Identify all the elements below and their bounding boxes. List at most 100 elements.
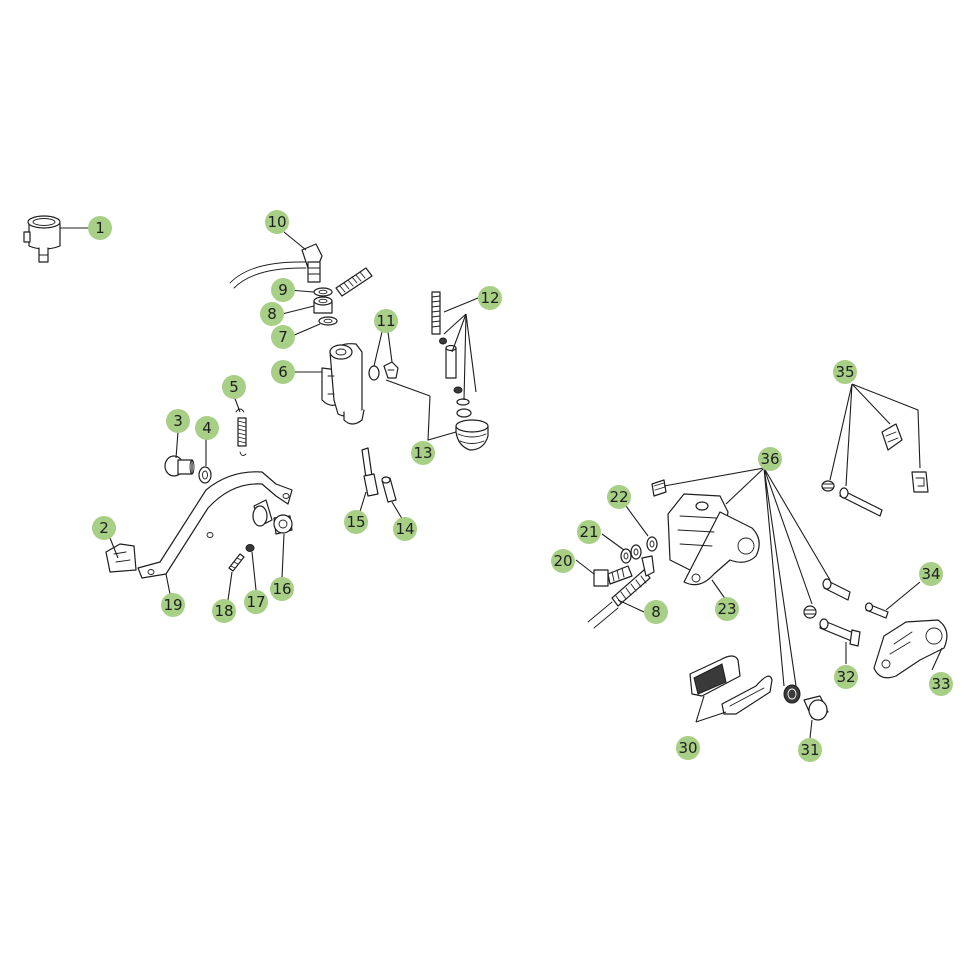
callout-16: 16: [270, 577, 294, 601]
callout-16-circle: [270, 577, 294, 601]
part-23-caliper: [667, 493, 760, 586]
callout-36-label: 36: [760, 450, 779, 468]
callout-8-upper-label: 8: [267, 305, 277, 323]
callout-5-label: 5: [229, 378, 239, 396]
part-35-pad-pin-kit: [821, 423, 929, 517]
part-4-washer: [198, 466, 212, 484]
callout-17-circle: [244, 590, 268, 614]
callout-33-circle: [929, 672, 953, 696]
callout-18-label: 18: [214, 602, 233, 620]
callout-32-circle: [834, 665, 858, 689]
part-31-piston: [783, 684, 829, 721]
part-32-slider-pin: [819, 618, 861, 647]
part-5-spring: [235, 408, 247, 457]
callout-34-circle: [919, 562, 943, 586]
callout-2: 2: [92, 516, 116, 540]
callout-32-label: 32: [836, 668, 855, 686]
part-33-bracket: [873, 619, 948, 679]
callout-1-label: 1: [95, 219, 105, 237]
part-17-nut: [245, 544, 255, 552]
part-14-clevis-pin: [381, 476, 397, 503]
part-11-fittings: [368, 361, 399, 381]
callout-16-label: 16: [272, 580, 291, 598]
callout-15-circle: [344, 510, 368, 534]
callout-4-circle: [195, 416, 219, 440]
callout-12: 12: [478, 286, 502, 310]
callout-21: 21: [577, 520, 601, 544]
callout-11-label: 11: [376, 312, 395, 330]
part-1-reservoir: [23, 215, 61, 263]
callout-2-circle: [92, 516, 116, 540]
callout-14-circle: [393, 517, 417, 541]
callout-3: 3: [166, 409, 190, 433]
callout-8-upper-circle: [260, 302, 284, 326]
callout-32: 32: [834, 665, 858, 689]
callout-1: 1: [88, 216, 112, 240]
callout-17-label: 17: [246, 593, 265, 611]
callout-8-lower: 8: [644, 600, 668, 624]
callout-7: 7: [271, 325, 295, 349]
callout-23-label: 23: [717, 600, 736, 618]
callout-7-circle: [271, 325, 295, 349]
callout-30-circle: [676, 736, 700, 760]
part-20-banjo-bolt: [593, 565, 633, 587]
callout-10-circle: [265, 210, 289, 234]
part-16-bushing: [273, 514, 293, 535]
part-8-banjo: [313, 296, 333, 314]
callout-4-label: 4: [202, 419, 212, 437]
callout-1-circle: [88, 216, 112, 240]
callout-6: 6: [271, 360, 295, 384]
callout-14-label: 14: [395, 520, 414, 538]
callout-11: 11: [374, 309, 398, 333]
callout-30-label: 30: [678, 739, 697, 757]
callout-9-label: 9: [278, 281, 288, 299]
callout-34-label: 34: [921, 565, 940, 583]
callout-6-circle: [271, 360, 295, 384]
part-34-slider-bolt: [864, 602, 889, 619]
part-10-hose-fitting: [229, 243, 323, 289]
callout-18-circle: [212, 599, 236, 623]
callout-18: 18: [212, 599, 236, 623]
callout-22-circle: [607, 485, 631, 509]
callout-15-label: 15: [346, 513, 365, 531]
part-braided-hose-upper: [335, 267, 373, 297]
part-18-bolt: [228, 553, 245, 572]
callout-31: 31: [798, 738, 822, 762]
callout-11-circle: [374, 309, 398, 333]
callout-23-circle: [715, 597, 739, 621]
callout-22-label: 22: [609, 488, 628, 506]
callout-20: 20: [551, 549, 575, 573]
part-8-braided-hose-lower: [587, 555, 655, 629]
callout-19-circle: [161, 593, 185, 617]
callout-9-circle: [271, 278, 295, 302]
part-19-brake-pedal: [137, 471, 293, 579]
callout-3-label: 3: [173, 412, 183, 430]
callout-35: 35: [833, 360, 857, 384]
callout-13: 13: [411, 441, 435, 465]
part-6-master-cylinder: [321, 343, 365, 425]
part-3-pivot-bolt: [164, 455, 195, 477]
callout-19-label: 19: [163, 596, 182, 614]
callout-8-lower-circle: [644, 600, 668, 624]
callout-19: 19: [161, 593, 185, 617]
callout-5-circle: [222, 375, 246, 399]
callout-34: 34: [919, 562, 943, 586]
callout-35-label: 35: [835, 363, 854, 381]
part-22-washer: [646, 536, 658, 552]
callout-23: 23: [715, 597, 739, 621]
callout-8-lower-label: 8: [651, 603, 661, 621]
callout-20-label: 20: [553, 552, 572, 570]
callout-10-label: 10: [267, 213, 286, 231]
part-pedal-bushing: [252, 499, 273, 527]
callout-20-circle: [551, 549, 575, 573]
callout-12-circle: [478, 286, 502, 310]
callout-5: 5: [222, 375, 246, 399]
part-15-clevis: [361, 447, 379, 497]
callout-33: 33: [929, 672, 953, 696]
part-21-washers: [620, 544, 642, 564]
part-2-bracket: [105, 543, 137, 573]
callout-14: 14: [393, 517, 417, 541]
callout-2-label: 2: [99, 519, 109, 537]
callout-6-label: 6: [278, 363, 288, 381]
